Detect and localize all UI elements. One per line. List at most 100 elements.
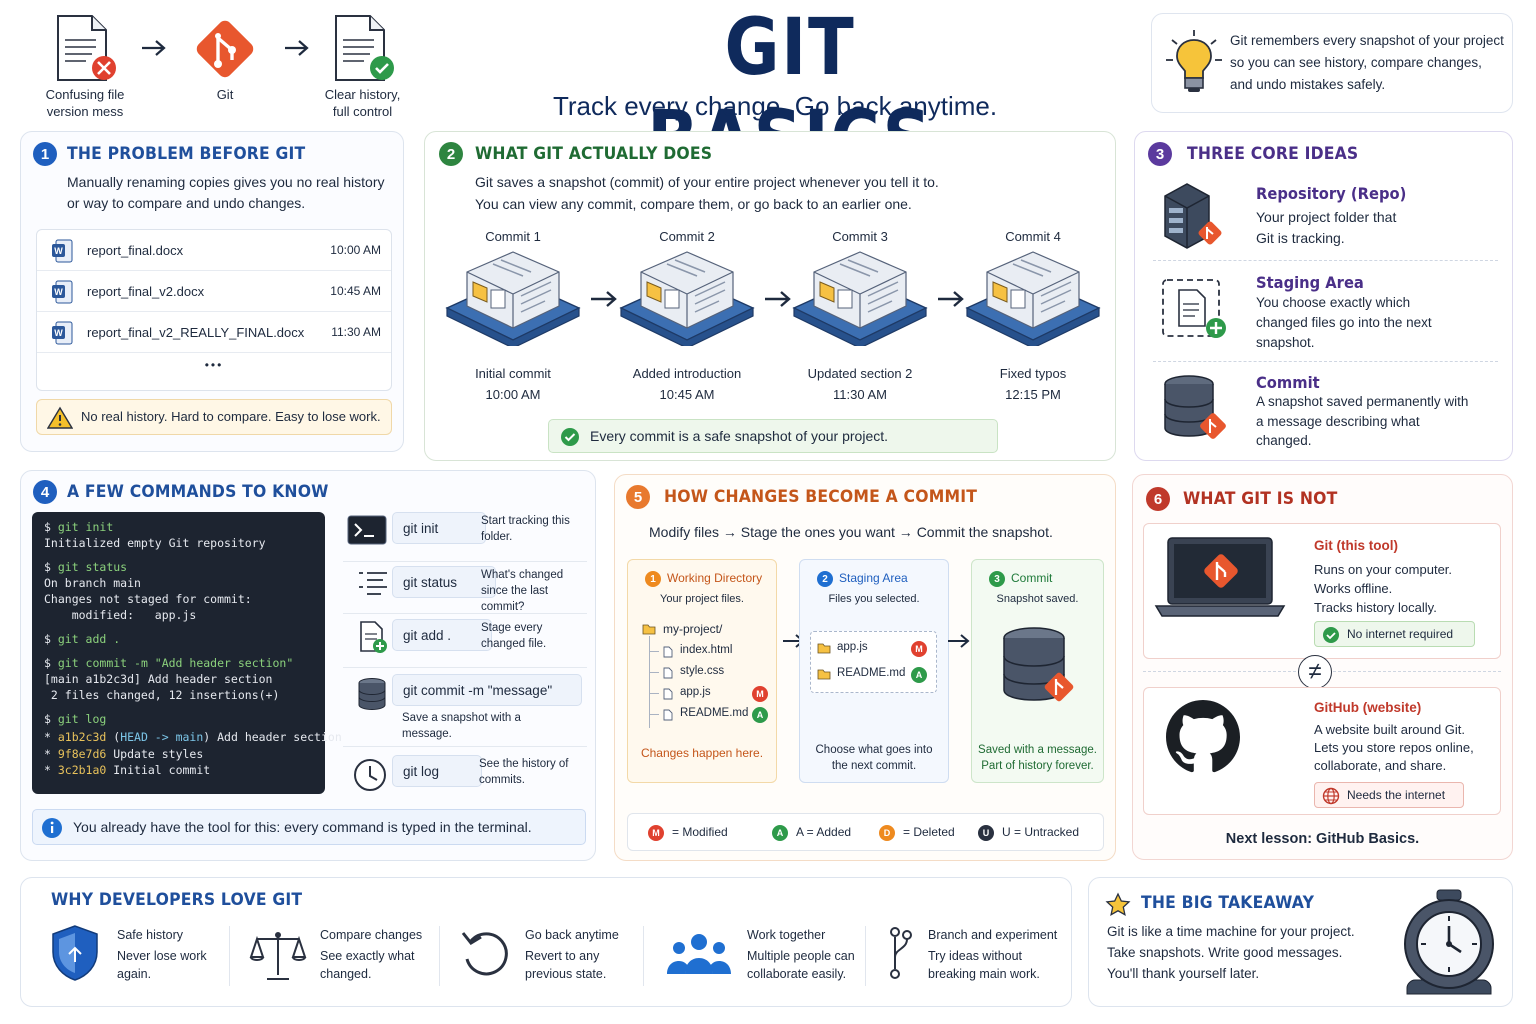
command-desc: Start tracking this folder. bbox=[481, 515, 570, 543]
legend-badge: M bbox=[648, 825, 664, 841]
commit-database-icon bbox=[1164, 375, 1226, 439]
commit-label: Commit 3 bbox=[832, 229, 888, 244]
benefit-icon-wrap bbox=[665, 930, 733, 983]
arrow-right-icon bbox=[591, 291, 617, 307]
step-number: 3 bbox=[989, 571, 1005, 587]
takeaway-text: Git is like a time machine for your proj… bbox=[1107, 924, 1355, 981]
command-chip[interactable]: git init bbox=[392, 512, 486, 544]
added-badge: A bbox=[752, 707, 768, 723]
commit-time: 11:30 AM bbox=[833, 387, 887, 402]
flow-label-clear: Clear history,full control bbox=[324, 87, 401, 119]
file-row: W report_final_v2.docx 10:45 AM bbox=[37, 271, 391, 312]
terminal-line: * 3c2b1a0 Initial commit bbox=[44, 763, 211, 777]
idea-desc: Your project folder that Git is tracking… bbox=[1256, 209, 1397, 246]
panel-sub: Snapshot saved. bbox=[996, 593, 1079, 605]
section-title: WHAT GIT IS NOT bbox=[1183, 489, 1338, 509]
command-icon-wrap bbox=[353, 758, 387, 797]
benefit-icon-wrap bbox=[459, 927, 511, 982]
command-icon-wrap bbox=[357, 568, 389, 601]
section-title: WHAT GIT ACTUALLY DOES bbox=[475, 144, 713, 164]
svg-text:W: W bbox=[54, 328, 63, 338]
tree-file: README.md bbox=[680, 707, 749, 719]
more-files: ••• bbox=[204, 358, 224, 372]
command-icon-wrap bbox=[356, 677, 388, 716]
not-equal-sign: ≠ bbox=[1298, 655, 1332, 689]
commit-label: Commit 2 bbox=[659, 229, 715, 244]
section-desc: Manually renaming copies gives you no re… bbox=[67, 174, 385, 211]
step-number: 2 bbox=[817, 571, 833, 587]
section-title: THREE CORE IDEAS bbox=[1187, 144, 1359, 164]
command-icon-wrap bbox=[358, 620, 388, 659]
arrow-right-icon bbox=[142, 40, 166, 56]
file-name: report_final.docx bbox=[87, 242, 184, 258]
panel-sub: Files you selected. bbox=[828, 593, 920, 605]
file-icon bbox=[663, 709, 673, 721]
staging-area-icon bbox=[1162, 279, 1226, 338]
terminal-line: Changes not staged for commit: bbox=[44, 592, 252, 606]
command-chip[interactable]: git log bbox=[392, 755, 482, 787]
snapshot-icon bbox=[445, 251, 581, 346]
tree-root: my-project/ bbox=[663, 622, 723, 636]
panel-sub: Your project files. bbox=[660, 593, 744, 605]
next-lesson[interactable]: Next lesson: GitHub Basics. bbox=[1225, 831, 1420, 847]
command-icon-wrap bbox=[347, 515, 387, 550]
terminal-line: On branch main bbox=[44, 576, 141, 590]
tree-branch bbox=[649, 672, 659, 673]
panel-foot: Changes happen here. bbox=[640, 746, 764, 760]
svg-text:W: W bbox=[54, 287, 63, 297]
command-chip[interactable]: git commit -m "message" bbox=[392, 674, 582, 706]
section-what-git-is-not: 6 WHAT GIT IS NOT Git (this tool) Runs o… bbox=[1132, 474, 1513, 860]
card-desc: A website built around Git.Lets you stor… bbox=[1314, 722, 1474, 773]
card-title: Git (this tool) bbox=[1314, 538, 1398, 553]
tree-file: index.html bbox=[680, 644, 733, 656]
modified-badge: M bbox=[911, 641, 927, 657]
arrow-right-icon bbox=[285, 40, 309, 56]
command-chip[interactable]: git add . bbox=[392, 619, 492, 651]
commit-time: 10:00 AM bbox=[485, 387, 541, 402]
terminal-line: [main a1b2c3d] Add header section bbox=[44, 672, 273, 686]
commit-message: Added introduction bbox=[632, 366, 742, 381]
command-chip[interactable]: git status bbox=[392, 566, 496, 598]
benefit-title: Work together bbox=[747, 928, 826, 942]
terminal-line: modified: app.js bbox=[44, 608, 197, 622]
idea-desc: A snapshot saved permanently with a mess… bbox=[1256, 394, 1469, 448]
file-list: W report_final.docx 10:00 AM W report_fi… bbox=[36, 229, 392, 391]
internet-badge: Needs the internet bbox=[1314, 782, 1464, 808]
warning-text: No real history. Hard to compare. Easy t… bbox=[81, 409, 381, 424]
badge-text: No internet required bbox=[1347, 627, 1454, 641]
word-doc-icon: W bbox=[52, 239, 73, 263]
benefit-title: Safe history bbox=[117, 928, 184, 942]
repository-server-icon bbox=[1164, 183, 1222, 249]
section-number: 6 bbox=[1146, 487, 1170, 511]
list-icon bbox=[359, 572, 387, 595]
divider bbox=[343, 561, 587, 562]
commit-label: Commit 4 bbox=[1005, 229, 1061, 244]
word-doc-icon: W bbox=[52, 321, 73, 345]
command-desc: What's changed since the last commit? bbox=[481, 569, 564, 613]
section-changes-to-commit: 5 HOW CHANGES BECOME A COMMIT Modify fil… bbox=[614, 474, 1116, 861]
divider bbox=[343, 613, 587, 614]
staged-files-box: app.js M README.md A bbox=[810, 631, 937, 693]
command-desc: Stage every changed file. bbox=[481, 622, 547, 650]
step-number: 1 bbox=[645, 571, 661, 587]
legend-label: A = Added bbox=[796, 825, 852, 839]
warning-icon bbox=[47, 406, 73, 429]
card-title: GitHub (website) bbox=[1314, 700, 1422, 715]
tree-branch bbox=[649, 651, 659, 652]
section-what-git-does: 2 WHAT GIT ACTUALLY DOES Git saves a sna… bbox=[424, 131, 1116, 461]
benefit-icon-wrap bbox=[249, 927, 307, 988]
git-tool-card: Git (this tool) Runs on your computer.Wo… bbox=[1143, 523, 1501, 659]
idea-desc: You choose exactly which changed files g… bbox=[1256, 295, 1432, 350]
info-banner: You already have the tool for this: ever… bbox=[32, 809, 586, 845]
terminal-line: $ git add . bbox=[44, 632, 121, 646]
github-card: GitHub (website) A website built around … bbox=[1143, 687, 1501, 815]
commit-database-icon bbox=[1003, 627, 1074, 702]
tree-line bbox=[649, 636, 650, 728]
svg-text:W: W bbox=[54, 246, 63, 256]
section-number: 5 bbox=[626, 485, 650, 509]
document-error-icon bbox=[57, 15, 116, 81]
idea-title: Commit bbox=[1256, 373, 1320, 392]
